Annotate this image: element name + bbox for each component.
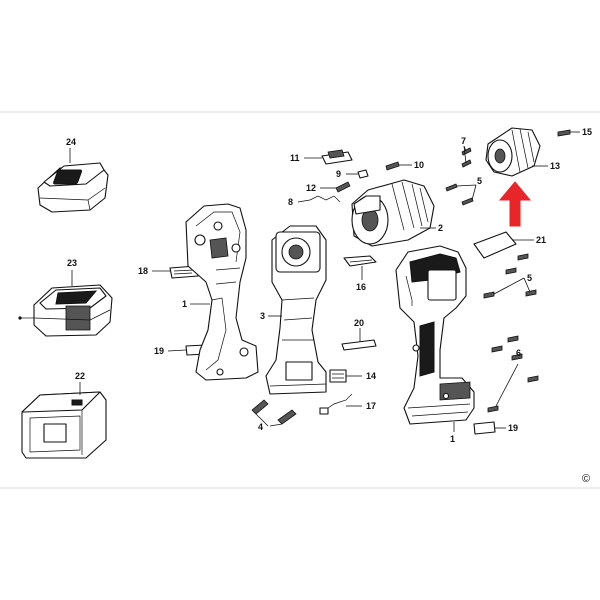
callout-2: 2: [438, 223, 443, 233]
springs-part[interactable]: [251, 399, 297, 425]
leader-4a: [255, 413, 269, 427]
callout-23: 23: [67, 258, 77, 268]
callout-15: 15: [582, 127, 592, 137]
screws-6-part[interactable]: [487, 335, 539, 413]
leader-6: [495, 363, 519, 407]
pad-21-part[interactable]: [473, 231, 517, 259]
switch-slide-part[interactable]: [321, 149, 353, 165]
motor-gearbox-part[interactable]: [351, 179, 435, 247]
small-button-part[interactable]: [357, 169, 369, 179]
screws-7-part[interactable]: [461, 147, 472, 168]
spring-10-part[interactable]: [385, 161, 400, 171]
leader-5a: [455, 184, 477, 187]
callout-labels: 24 23 22 18 1 19 3 4 8 9 10 11 12 2 16 2…: [66, 127, 592, 485]
callout-5-upper: 5: [477, 176, 482, 186]
callout-5-lower: 5: [527, 273, 532, 283]
callout-19-left: 19: [154, 346, 164, 356]
screws-5-upper-part[interactable]: [445, 183, 474, 206]
charger-part[interactable]: [18, 284, 113, 337]
callout-9: 9: [336, 169, 341, 179]
callout-24: 24: [66, 137, 76, 147]
callout-12: 12: [306, 183, 316, 193]
callout-21: 21: [536, 235, 546, 245]
leader-4b: [269, 423, 283, 427]
housing-half-left-part[interactable]: [185, 203, 259, 381]
callout-1-right: 1: [450, 434, 455, 444]
callout-20: 20: [354, 318, 364, 328]
callout-1-left: 1: [182, 299, 187, 309]
wire-connector-part[interactable]: [319, 393, 353, 415]
label-19-right-part[interactable]: [473, 421, 496, 435]
clip-part[interactable]: [309, 195, 341, 203]
trigger-switch-part[interactable]: [329, 369, 347, 383]
motor-frame-part[interactable]: [265, 225, 327, 395]
callout-3: 3: [260, 311, 265, 321]
leader-8: [297, 199, 311, 203]
callout-11: 11: [290, 153, 300, 163]
chuck-screw-part[interactable]: [557, 129, 571, 137]
callout-6: 6: [516, 348, 521, 358]
leader-5b2: [523, 277, 531, 293]
drill-assembled-part[interactable]: [395, 245, 475, 425]
copyright-mark: ©: [582, 473, 590, 485]
leader-19a: [167, 349, 187, 352]
callout-19-right: 19: [508, 423, 518, 433]
leader-5a2: [471, 184, 477, 201]
callout-8: 8: [288, 197, 293, 207]
callout-7: 7: [461, 136, 466, 146]
callout-13: 13: [550, 161, 560, 171]
screws-5-lower-part[interactable]: [483, 253, 537, 299]
callout-16: 16: [356, 282, 366, 292]
leader-7b: [463, 145, 467, 164]
bracket-16-part[interactable]: [343, 255, 377, 267]
battery-pack-part[interactable]: [37, 162, 109, 213]
chuck-part[interactable]: [485, 127, 541, 177]
bit-part[interactable]: [341, 339, 377, 351]
callout-14: 14: [366, 371, 376, 381]
callout-17: 17: [366, 401, 376, 411]
carry-case-part[interactable]: [21, 391, 107, 459]
leader-5b: [493, 277, 525, 295]
red-highlight-arrow-icon: [498, 181, 532, 227]
callout-4: 4: [258, 422, 263, 432]
callout-10: 10: [414, 160, 424, 170]
callout-22: 22: [75, 371, 85, 381]
spring-12-part[interactable]: [335, 181, 351, 193]
callout-18: 18: [138, 266, 148, 276]
